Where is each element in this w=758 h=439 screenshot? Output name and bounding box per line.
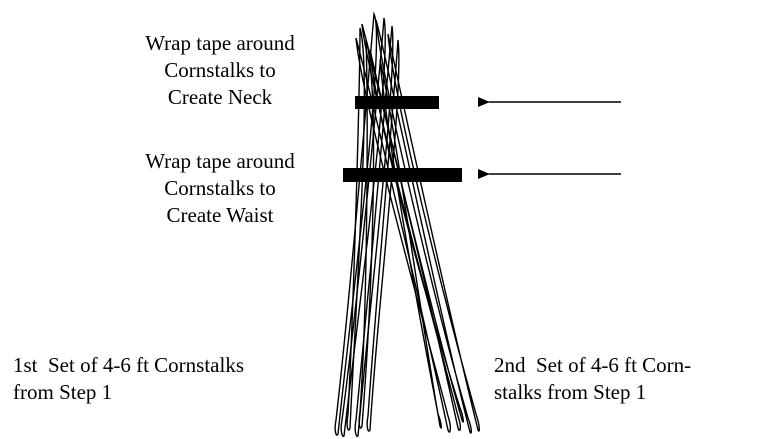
cornstalk — [346, 27, 366, 431]
waist-tape-band — [343, 168, 462, 182]
cornstalk — [358, 39, 375, 429]
neck-label-line: Wrap tape around — [145, 31, 295, 55]
neck-label: Wrap tape around Cornstalks to Create Ne… — [90, 30, 350, 111]
cornstalk — [387, 33, 481, 432]
cornstalk — [375, 19, 473, 434]
first-set-label: 1st Set of 4-6 ft Cornstalks from Step 1 — [13, 352, 333, 406]
second-set-label: 2nd Set of 4-6 ft Corn- stalks from Step… — [494, 352, 754, 406]
waist-label-line: Wrap tape around — [145, 149, 295, 173]
first-set-label-line: from Step 1 — [13, 380, 113, 404]
neck-label-line: Cornstalks to — [164, 58, 276, 82]
cornstalk — [340, 17, 386, 437]
first-set-label-line: 1st Set of 4-6 ft Cornstalks — [13, 353, 244, 377]
cornstalk — [361, 23, 461, 432]
neck-tape-band — [355, 96, 439, 109]
waist-label: Wrap tape around Cornstalks to Create Wa… — [90, 148, 350, 229]
waist-label-line: Cornstalks to — [164, 176, 276, 200]
second-set-label-line: 2nd Set of 4-6 ft Corn- — [494, 353, 692, 377]
waist-label-line: Create Waist — [166, 203, 274, 227]
cornstalk — [355, 37, 451, 433]
cornstalk-bundle — [334, 11, 481, 437]
neck-label-line: Create Neck — [167, 85, 273, 109]
second-set-label-line: stalks from Step 1 — [494, 380, 647, 404]
